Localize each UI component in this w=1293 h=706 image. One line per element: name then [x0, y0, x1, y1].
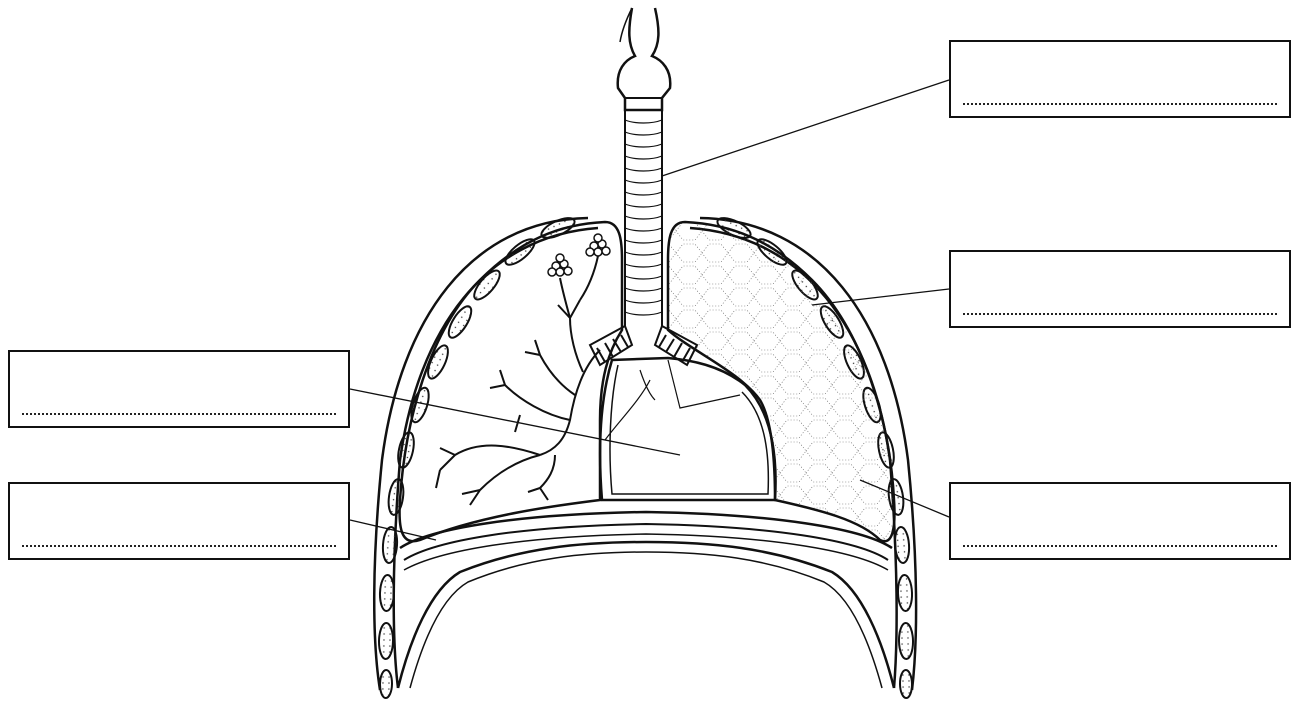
- dotted-answer-line: [963, 103, 1277, 105]
- dotted-answer-line: [22, 545, 336, 547]
- larynx: [618, 8, 671, 110]
- label-box-top-right[interactable]: [949, 40, 1291, 118]
- dotted-answer-line: [963, 313, 1277, 315]
- diaphragm: [398, 512, 894, 688]
- label-box-bottom-right[interactable]: [949, 482, 1291, 560]
- label-box-mid-right[interactable]: [949, 250, 1291, 328]
- leader-mid-right: [812, 289, 949, 305]
- trachea: [625, 110, 662, 326]
- label-box-mid-left[interactable]: [8, 350, 350, 428]
- label-box-bottom-left[interactable]: [8, 482, 350, 560]
- alveolar-clusters: [548, 234, 610, 276]
- dotted-answer-line: [963, 545, 1277, 547]
- bronchial-tree: [436, 256, 600, 505]
- leader-top-right: [662, 80, 949, 176]
- left-lung: [400, 222, 622, 541]
- dotted-answer-line: [22, 413, 336, 415]
